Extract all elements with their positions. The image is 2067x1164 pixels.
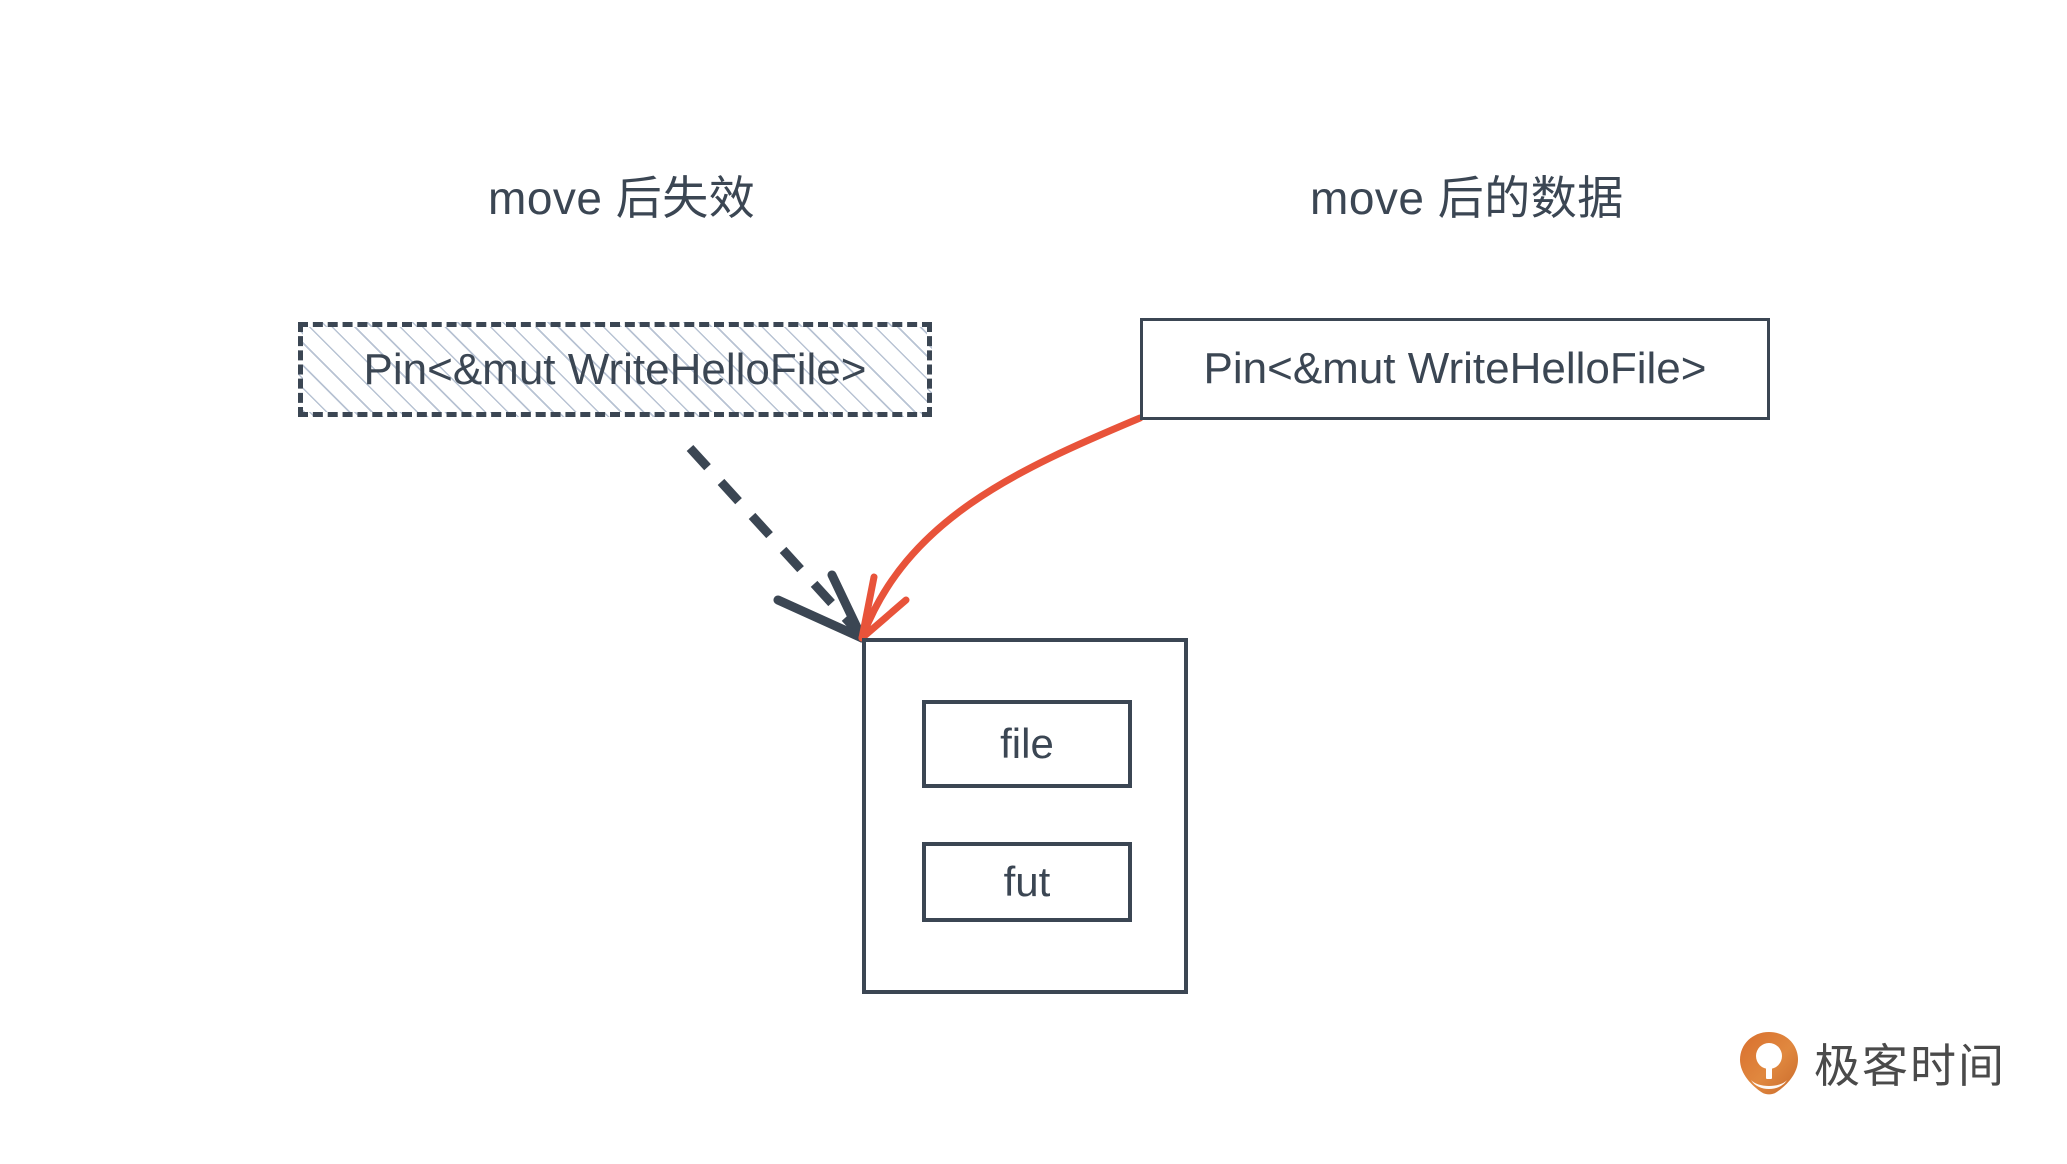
box-field-file-text: file	[1000, 720, 1054, 767]
box-pin-invalid-text: Pin<&mut WriteHelloFile>	[363, 344, 867, 394]
box-struct-container	[862, 638, 1188, 994]
label-move-data: move 后的数据	[1310, 172, 1624, 224]
box-field-file: file	[922, 700, 1132, 788]
geek-time-pin-icon	[1740, 1032, 1798, 1095]
box-pin-invalid: Pin<&mut WriteHelloFile>	[298, 322, 932, 417]
geek-time-logo: 极客时间	[1738, 1030, 2006, 1096]
box-field-fut: fut	[922, 842, 1132, 922]
box-field-fut-text: fut	[1003, 858, 1051, 905]
box-pin-active-text: Pin<&mut WriteHelloFile>	[1203, 344, 1707, 393]
label-move-invalid: move 后失效	[488, 172, 756, 224]
dashed-stale-pointer-arrow	[686, 444, 867, 643]
logo-text: 极客时间	[1814, 1040, 2006, 1092]
orange-moved-pointer-arrow	[858, 414, 1144, 642]
box-pin-active: Pin<&mut WriteHelloFile>	[1140, 318, 1770, 420]
